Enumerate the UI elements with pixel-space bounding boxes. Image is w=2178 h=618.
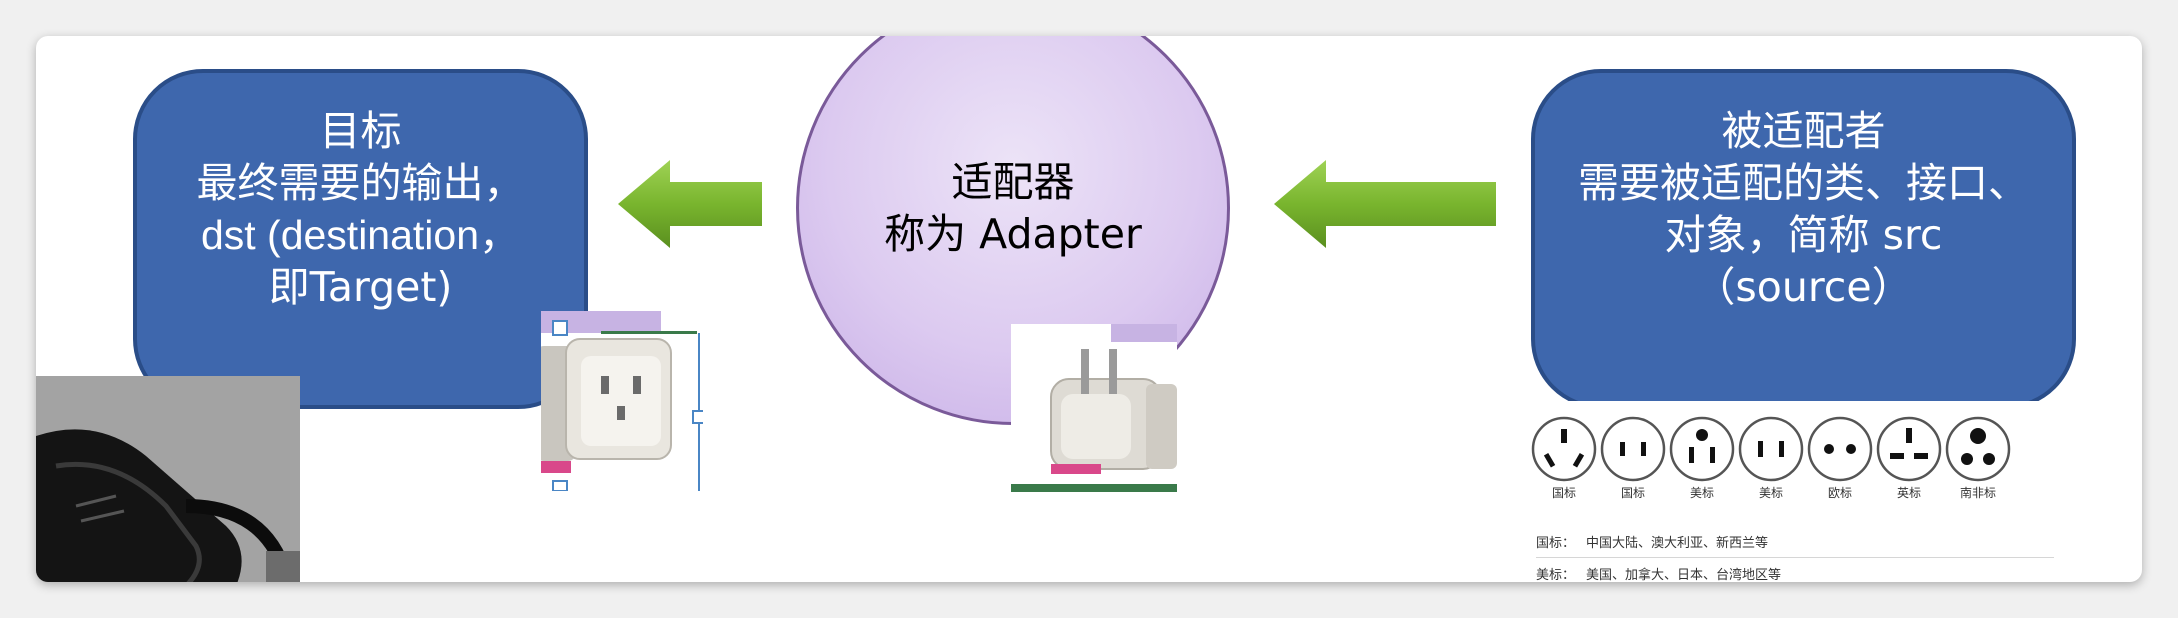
region-text: 中国大陆、澳大利亚、新西兰等 [1586,536,1769,551]
adapter-circle-line-1: 适配器 [951,158,1075,206]
socket-label: 国标 [1552,486,1576,500]
socket-icons [1531,416,2011,482]
socket-standards-chart: 国标 国标 美标 美标 欧标 英标 南非标 [1526,401,2056,582]
target-box-line-2: 最终需要的输出， [196,159,525,207]
adaptee-box-line-4: （source） [1694,263,1913,311]
socket-label: 英标 [1897,486,1921,500]
adaptee-box-line-2: 需要被适配的类、接口、 [1578,159,2029,207]
socket-labels: 国标 国标 美标 美标 欧标 英标 南非标 [1552,485,1996,500]
region-text: 美国、加拿大、日本、台湾地区等 [1586,568,1782,582]
target-box-line-4: 即Target) [268,263,453,311]
socket-label: 国标 [1621,486,1645,500]
schuko-adapter-photo [1011,324,1177,492]
arrow-adapter-to-target-icon [618,160,762,248]
socket-label: 南非标 [1960,485,1996,500]
adapter-circle-line-2: 称为 Adapter [884,210,1142,258]
region-row: 美标： 美国、加拿大、日本、台湾地区等 [1536,564,1781,582]
power-plug-photo [36,376,300,582]
arrow-adaptee-to-adapter-icon [1274,160,1496,248]
adaptee-box: 被适配者 需要被适配的类、接口、 对象，简称 src （source） [1531,69,2076,409]
region-row: 国标： 中国大陆、澳大利亚、新西兰等 [1536,532,1768,551]
slide-canvas: 目标 最终需要的输出， dst (destination， 即Target) 适… [36,36,2142,582]
adaptee-box-line-3: 对象，简称 src [1664,211,1943,259]
target-box: 目标 最终需要的输出， dst (destination， 即Target) [133,69,588,409]
region-divider [1536,557,2054,558]
socket-label: 美标 [1759,486,1783,500]
region-label: 国标： [1536,536,1576,551]
target-box-line-1: 目标 [319,107,402,155]
target-box-line-3: dst (destination， [200,212,521,258]
travel-adapter-photo [541,311,703,491]
socket-label: 美标 [1690,486,1714,500]
region-label: 美标： [1536,568,1576,582]
socket-label: 欧标 [1828,486,1852,500]
adaptee-box-line-1: 被适配者 [1721,107,1886,155]
